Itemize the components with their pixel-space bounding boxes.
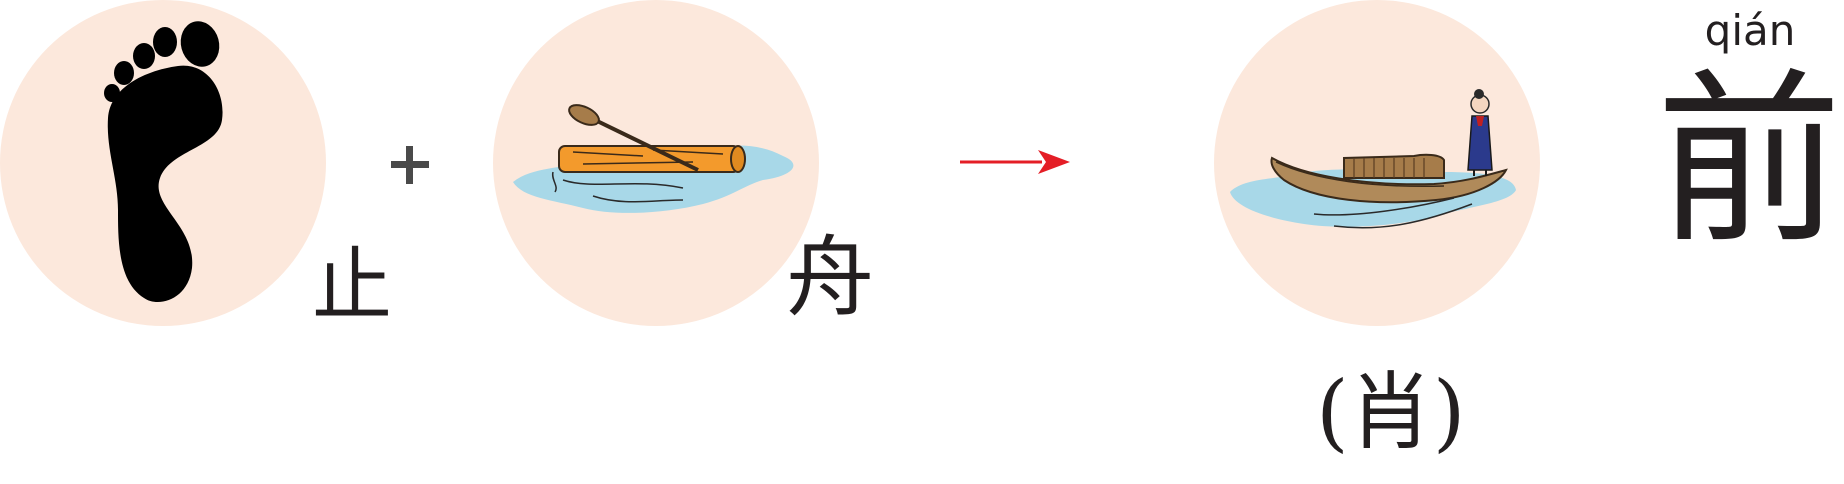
- pinyin-label: qián: [1704, 6, 1796, 55]
- character-zhou: 舟: [786, 226, 875, 329]
- log-raft-icon: [493, 0, 819, 326]
- log-raft-illustration-circle: [493, 0, 819, 326]
- boat-illustration-circle: [1214, 0, 1540, 326]
- character-zhi: 止: [312, 239, 392, 332]
- foot-illustration-circle: [0, 0, 326, 326]
- boat-with-person-icon: [1214, 0, 1540, 326]
- arrow-right-icon: [960, 150, 1070, 174]
- ancient-form-character: (肖): [1316, 363, 1466, 461]
- footprint-icon: [0, 0, 326, 326]
- plus-icon: [391, 146, 429, 184]
- character-qian: 前: [1656, 52, 1843, 269]
